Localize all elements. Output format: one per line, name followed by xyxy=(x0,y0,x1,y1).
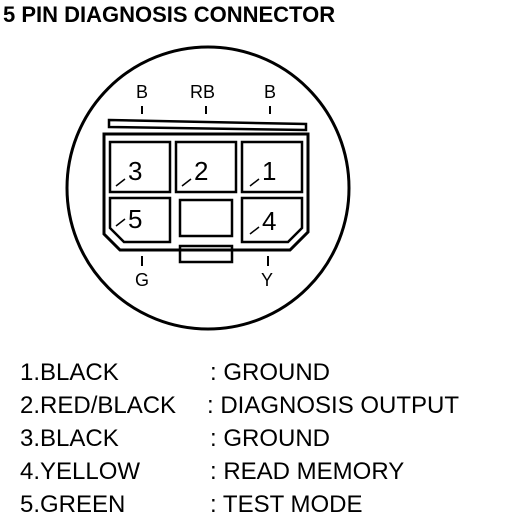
wire-label-bottom-right: Y xyxy=(261,270,273,290)
legend-function-5: : TEST MODE xyxy=(210,491,362,518)
wire-label-bottom-left: G xyxy=(135,270,149,290)
legend-wire-3: 3.BLACK xyxy=(20,425,119,452)
pin-5-marker xyxy=(115,218,126,227)
connector-outline xyxy=(65,45,351,331)
wire-label-top-left: B xyxy=(136,82,148,102)
legend-wire-4: 4.YELLOW xyxy=(20,458,140,485)
legend-function-4: : READ MEMORY xyxy=(210,458,404,485)
pin-1-cell xyxy=(240,140,304,194)
key-slot xyxy=(178,244,234,264)
pin-1-label: 1 xyxy=(262,156,276,186)
connector-tab xyxy=(107,118,308,132)
pin-2-cell xyxy=(174,140,238,194)
wire-label-top-center: RB xyxy=(190,82,215,102)
legend-function-2: : DIAGNOSIS OUTPUT xyxy=(207,392,459,419)
wire-label-top-right: B xyxy=(264,82,276,102)
pin-legend: 1.BLACK : GROUND 2.RED/BLACK : DIAGNOSIS… xyxy=(20,359,459,518)
legend-wire-1: 1.BLACK xyxy=(20,359,119,386)
pin-3-marker xyxy=(115,178,126,187)
connector-body xyxy=(102,132,310,252)
legend-function-1: : GROUND xyxy=(210,359,330,386)
legend-function-3: : GROUND xyxy=(210,425,330,452)
pin-3-cell xyxy=(108,140,172,194)
empty-cavity xyxy=(178,198,234,238)
pin-4-marker xyxy=(249,226,260,235)
legend-wire-5: 5.GREEN xyxy=(20,491,125,518)
pin-3-label: 3 xyxy=(128,156,142,186)
pin-5-cell xyxy=(108,196,172,244)
pin-4-cell xyxy=(240,196,304,244)
pin-2-label: 2 xyxy=(194,156,208,186)
pin-4-label: 4 xyxy=(262,206,276,236)
diagram-title: 5 PIN DIAGNOSIS CONNECTOR xyxy=(3,2,335,27)
legend-wire-2: 2.RED/BLACK xyxy=(20,392,176,419)
pin-1-marker xyxy=(249,178,260,187)
pin-2-marker xyxy=(181,178,192,187)
pin-5-label: 5 xyxy=(128,204,142,234)
